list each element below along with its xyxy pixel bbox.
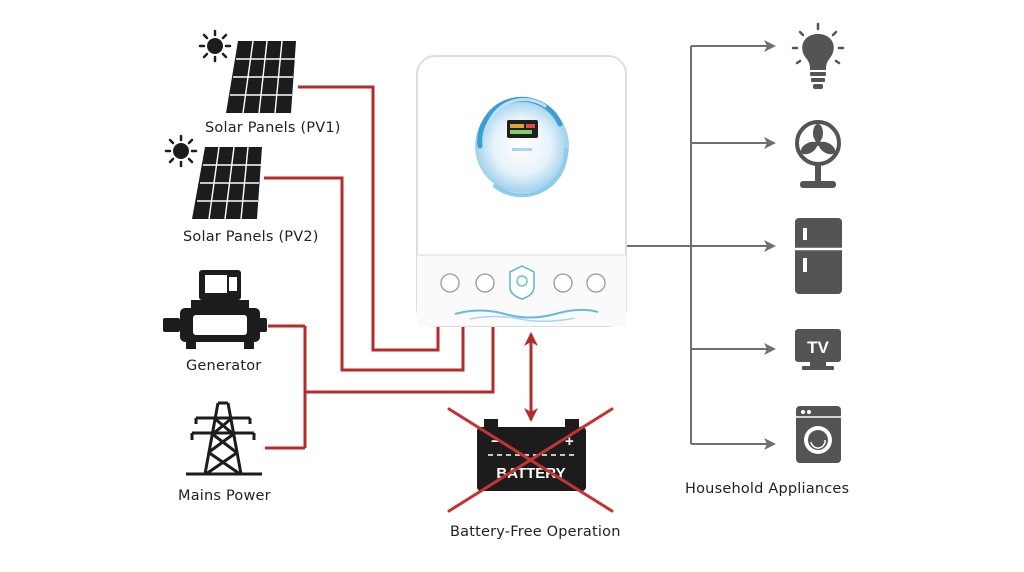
svg-text:+: + <box>565 433 574 450</box>
washing-machine-icon <box>796 406 841 463</box>
generator-label: Generator <box>186 358 262 374</box>
svg-text:−: − <box>491 433 500 450</box>
refrigerator-icon <box>795 218 842 294</box>
wave-decoration <box>454 308 599 319</box>
generator-icon <box>163 270 267 349</box>
inverter-icon <box>416 55 627 327</box>
sun-icon <box>198 29 232 63</box>
solar-panel-icon <box>164 134 262 220</box>
grid-gen-wire <box>305 326 495 394</box>
output-wires <box>626 40 776 450</box>
button-4 <box>586 273 606 293</box>
button-2 <box>475 273 495 293</box>
fan-icon <box>795 120 841 188</box>
sun-icon <box>164 134 198 168</box>
button-3 <box>553 273 573 293</box>
pv2-label: Solar Panels (PV2) <box>183 229 319 245</box>
solar-panel-icon <box>198 29 296 114</box>
button-1 <box>440 273 460 293</box>
control-buttons <box>440 273 606 293</box>
pv1-wire <box>298 85 440 352</box>
tv-label: TV <box>807 338 829 357</box>
input-wires <box>264 85 495 450</box>
battery-icon: − + BATTERY <box>477 419 586 491</box>
mains-power-label: Mains Power <box>178 488 271 504</box>
display-dial <box>475 96 569 198</box>
battery-free-label: Battery-Free Operation <box>450 524 621 540</box>
pv2-panel <box>192 146 262 220</box>
eco-badge <box>509 265 535 300</box>
pv1-label: Solar Panels (PV1) <box>205 120 341 136</box>
power-tower-icon <box>186 401 262 476</box>
pv1-panel <box>226 40 296 114</box>
tv-icon: TV <box>795 329 841 370</box>
pv2-wire <box>264 176 465 372</box>
household-appliances-label: Household Appliances <box>685 481 850 497</box>
cross-mark <box>447 407 614 513</box>
light-bulb-icon <box>791 22 845 89</box>
